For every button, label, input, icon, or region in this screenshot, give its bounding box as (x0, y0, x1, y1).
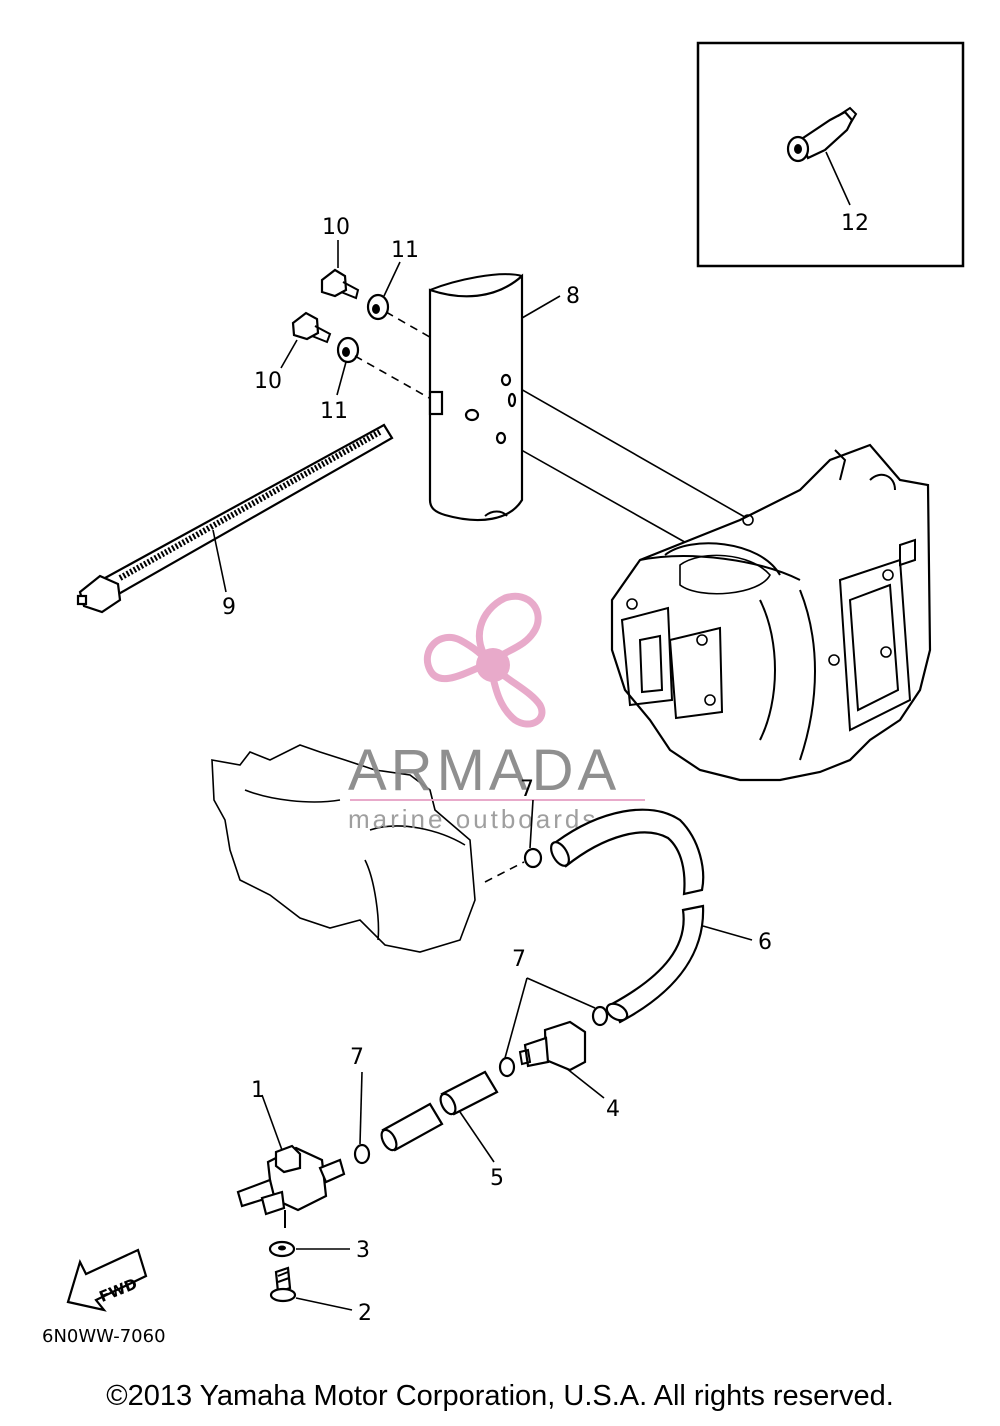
part-10-bolt-upper (320, 268, 360, 300)
fwd-arrow-icon: FWD (66, 1248, 148, 1312)
callout-10b: 10 (254, 369, 282, 394)
callout-7b: 7 (512, 947, 526, 972)
callout-5: 5 (490, 1166, 504, 1191)
part-10-bolt-lower (291, 311, 332, 344)
watermark: ARMADA marine outboards (348, 592, 645, 834)
inset-box: 12 (696, 41, 965, 268)
watermark-title: ARMADA (348, 738, 620, 803)
leader-4 (565, 1067, 605, 1099)
leader-12 (825, 151, 851, 206)
callout-10a: 10 (322, 215, 350, 240)
engine-block (610, 443, 932, 782)
part-8-cover (428, 273, 524, 522)
leader-2 (295, 1297, 353, 1311)
leader-5 (459, 1111, 495, 1163)
alignment-line-lower-solid (499, 437, 691, 546)
watermark-subtitle: marine outboards (348, 804, 598, 834)
part-11-washer-upper (366, 293, 390, 321)
leader-10b (280, 339, 298, 369)
leader-11b (336, 361, 347, 396)
part-9-cable-tie (76, 423, 394, 614)
part-7-clip-pair (498, 977, 609, 1078)
part-12-fitting (786, 106, 858, 163)
engine-outline-secondary (211, 744, 476, 953)
part-3-washer (268, 1240, 296, 1258)
part-6-hose (550, 808, 705, 1024)
callout-11b: 11 (320, 399, 348, 424)
propeller-logo (423, 592, 546, 728)
leader-8 (521, 295, 561, 319)
part-7-clip-top (484, 799, 543, 883)
alignment-line-upper-solid (504, 379, 751, 521)
diagram-code: 6N0WW-7060 (42, 1326, 166, 1347)
part-2-screw (269, 1266, 297, 1303)
part-5-tube-right (439, 1070, 499, 1116)
callout-11a: 11 (391, 238, 419, 263)
leader-6 (702, 925, 753, 941)
callout-9: 9 (222, 595, 236, 620)
part-7-clip-bottom (353, 1071, 371, 1165)
part-11-washer-lower (336, 336, 360, 364)
part-1-fuel-cock (236, 1094, 346, 1228)
callout-6: 6 (758, 930, 772, 955)
callout-7a: 7 (520, 777, 534, 802)
callout-2: 2 (358, 1301, 372, 1326)
leader-9 (212, 529, 227, 593)
callout-3: 3 (356, 1238, 370, 1263)
callout-12: 12 (841, 211, 869, 236)
part-5-tube-left (380, 1102, 444, 1152)
callout-1: 1 (251, 1078, 265, 1103)
callout-7c: 7 (350, 1045, 364, 1070)
callout-4: 4 (606, 1097, 620, 1122)
copyright-notice: ©2013 Yamaha Motor Corporation, U.S.A. A… (106, 1380, 894, 1412)
part-4-fuel-filter (518, 1020, 587, 1072)
callout-8: 8 (566, 284, 580, 309)
leader-11a (383, 261, 401, 297)
